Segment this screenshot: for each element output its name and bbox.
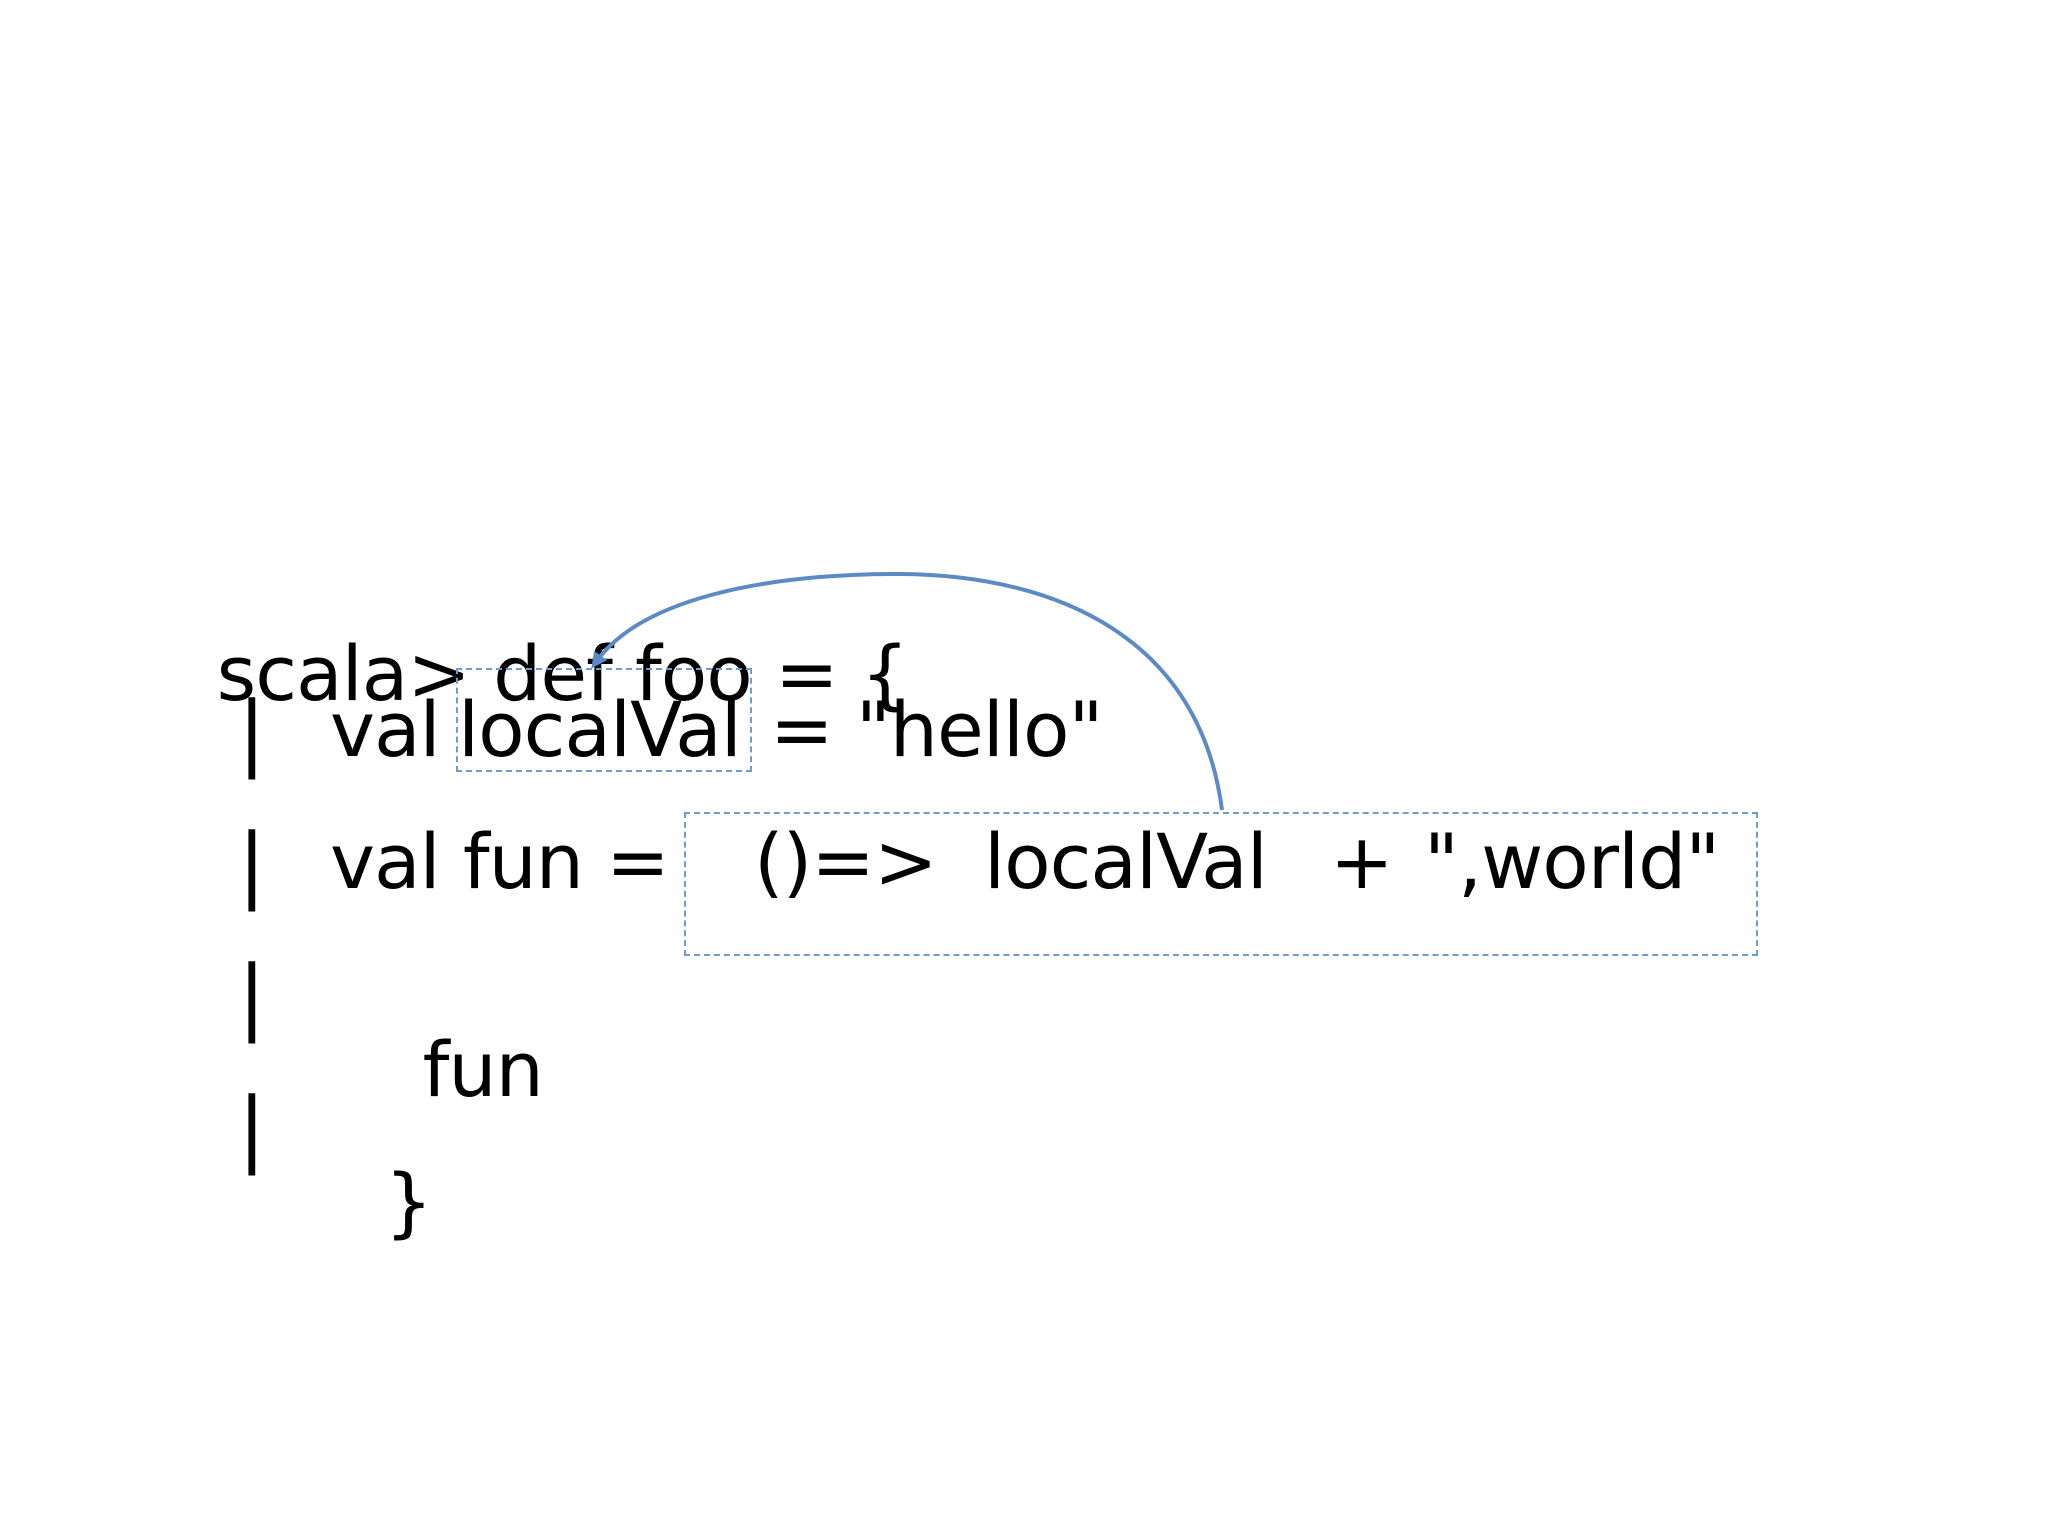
- local-val-highlight-box: [456, 668, 752, 772]
- pipe-line-2: |: [238, 685, 266, 780]
- code-line-4: fun: [330, 956, 544, 1184]
- line3-lambda-arrow: ()=>: [754, 817, 938, 906]
- lambda-highlight-box: [684, 812, 1758, 956]
- code-line-3: val fun = ()=> localVal + ",world": [330, 824, 1780, 914]
- line4-text: fun: [422, 1025, 544, 1114]
- line3-local-val-ref: localVal: [984, 817, 1268, 906]
- line3-string: ",world": [1424, 817, 1720, 906]
- code-line-5: }: [292, 1088, 433, 1316]
- pipe-line-5: |: [238, 1081, 266, 1176]
- line5-text: }: [384, 1157, 433, 1246]
- pipe-line-3: |: [238, 817, 266, 912]
- line2-assignment: = "hello": [770, 685, 1103, 774]
- line2-keyword: val: [330, 685, 441, 774]
- pipe-line-4: |: [238, 949, 266, 1044]
- line3-plus: +: [1330, 817, 1394, 906]
- line3-keyword: val fun =: [330, 817, 670, 906]
